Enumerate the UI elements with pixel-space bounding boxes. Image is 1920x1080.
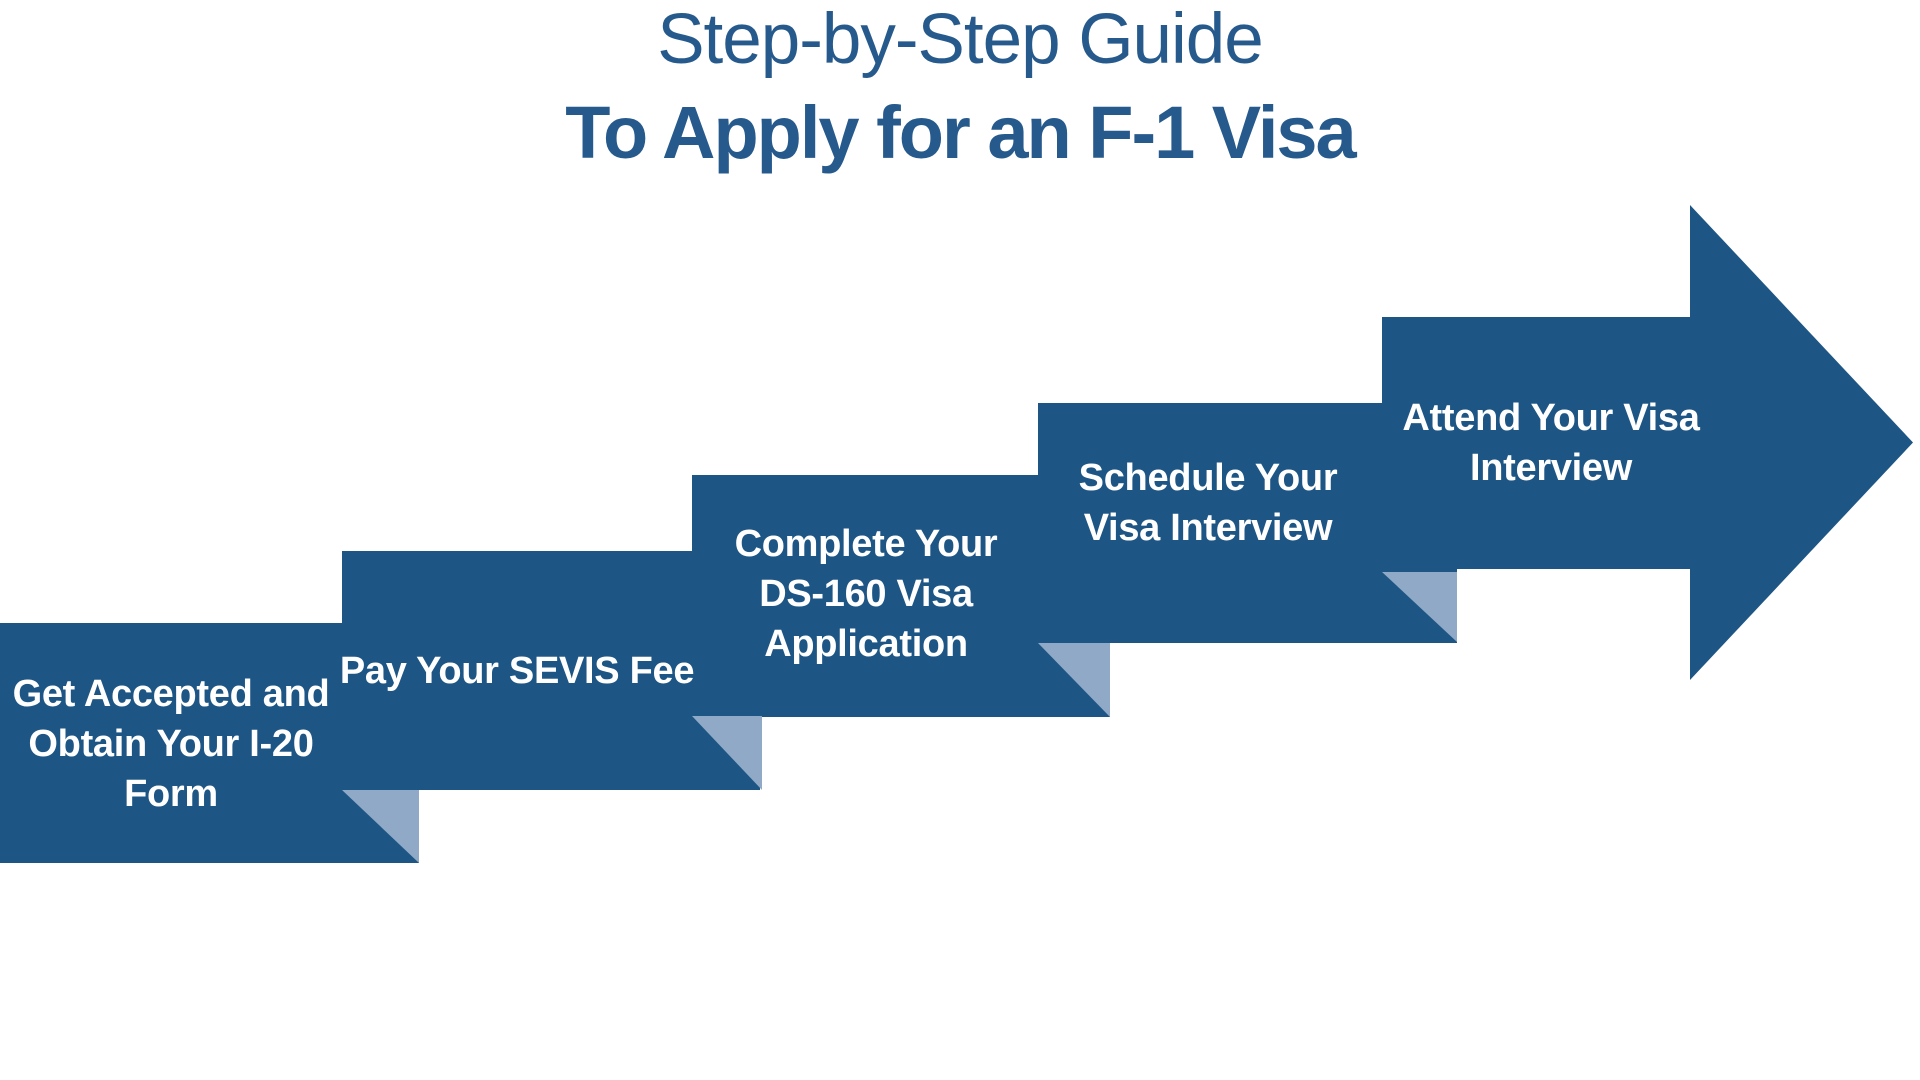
step-5-label: Attend Your Visa Interview (1402, 397, 1700, 489)
title-line-1: Step-by-Step Guide (657, 0, 1264, 79)
step-4-label: Schedule Your Visa Interview (1078, 457, 1338, 549)
step-5-block (1382, 317, 1691, 569)
step-3-label: Complete Your DS-160 Visa Application (734, 523, 998, 665)
title-line-2: To Apply for an F-1 Visa (565, 91, 1356, 174)
step-2-block (342, 551, 760, 790)
step-2-label: Pay Your SEVIS Fee (339, 650, 695, 692)
step-1-label: Get Accepted and Obtain Your I-20 Form (12, 673, 330, 815)
arrow-head-icon (1690, 205, 1913, 680)
